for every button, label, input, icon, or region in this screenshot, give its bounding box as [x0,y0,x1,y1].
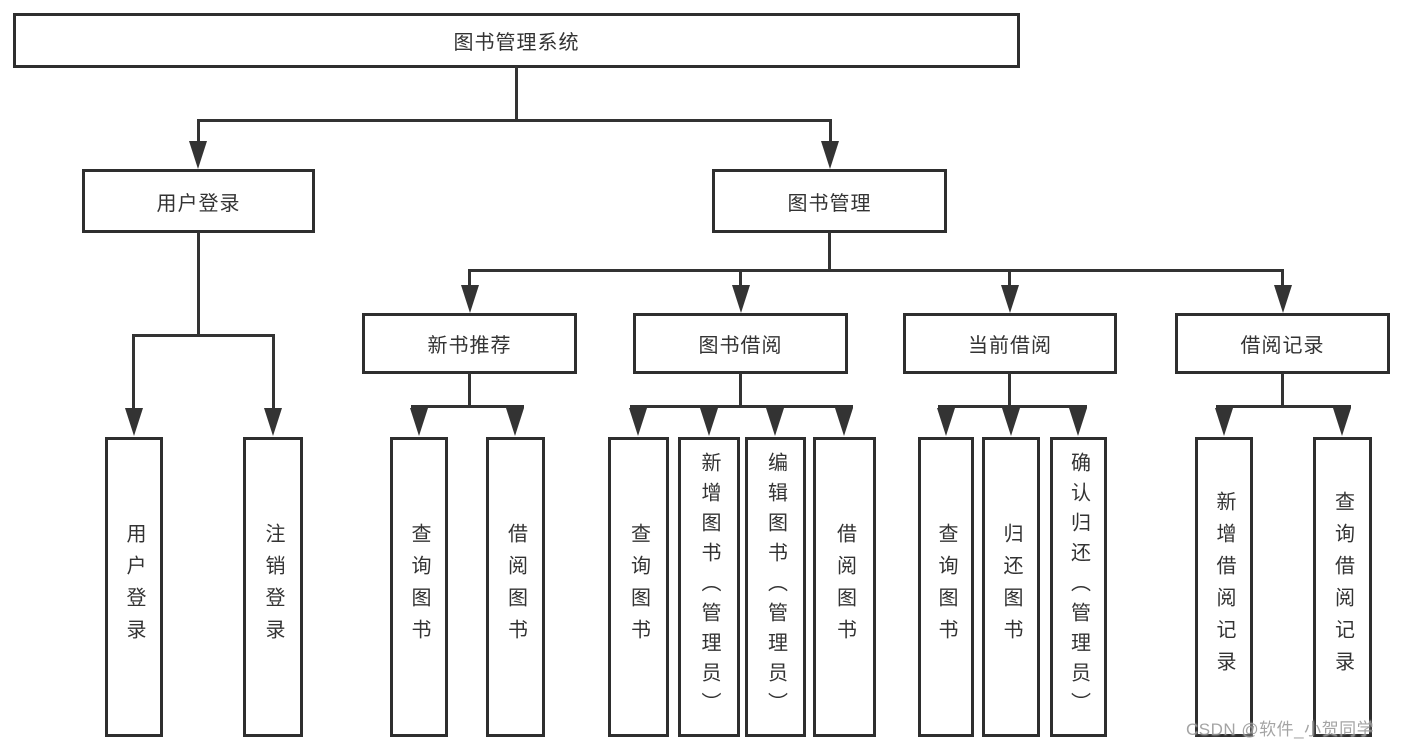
connector-stem [1281,373,1284,407]
leaf-add-borrow-record: 新增借阅记录 [1195,437,1253,737]
node-book-mgmt-label: 图书管理 [787,192,872,215]
node-borrow-records: 借阅记录 [1175,313,1390,374]
node-root-label: 图书管理系统 [453,32,580,54]
leaf-recommend-query-books: 查询图书 [390,437,448,737]
node-label: 借阅记录 [1240,335,1325,357]
arrow-down-icon [835,408,853,436]
connector-drop [1281,269,1284,287]
arrow-down-icon [461,285,479,313]
leaf-borrow-query-books: 查询图书 [608,437,669,737]
connector-rail [630,405,853,408]
connector-user-login-stem [197,232,200,336]
arrow-down-icon [1333,408,1351,436]
node-label: 新书推荐 [427,335,512,357]
arrow-down-icon [506,408,524,436]
node-current-borrow: 当前借阅 [903,313,1117,374]
connector-root-stem [515,66,518,122]
leaf-edit-books-admin: 编辑图书（管理员） [745,437,806,737]
arrow-down-icon [1002,408,1020,436]
node-new-book-recommend: 新书推荐 [362,313,577,374]
connector-stem [1008,373,1011,407]
arrow-down-icon [732,285,750,313]
arrow-down-icon [1001,285,1019,313]
leaf-logout: 注销登录 [243,437,303,737]
node-user-login: 用户登录 [82,169,315,233]
arrow-down-icon [629,408,647,436]
arrow-down-icon [410,408,428,436]
connector-drop [197,119,200,144]
node-user-login-label: 用户登录 [156,192,241,215]
arrow-down-icon [264,408,282,436]
leaf-user-login: 用户登录 [105,437,163,737]
arrow-down-icon [1069,408,1087,436]
connector-drop [739,269,742,287]
connector-stem [739,373,742,407]
arrow-down-icon [1274,285,1292,313]
connector-book-mgmt-rail [468,269,1284,272]
leaf-current-query-books: 查询图书 [918,437,974,737]
connector-rail [1216,405,1351,408]
connector-drop [132,334,135,412]
node-root: 图书管理系统 [13,13,1020,68]
connector-drop [1008,269,1011,287]
arrow-down-icon [1215,408,1233,436]
arrow-down-icon [937,408,955,436]
arrow-down-icon [700,408,718,436]
csdn-watermark: CSDN @软件_小贺同学 [1186,720,1375,739]
arrow-down-icon [821,141,839,169]
leaf-confirm-return-admin: 确认归还（管理员） [1050,437,1107,737]
connector-drop [829,119,832,144]
leaf-recommend-borrow-books: 借阅图书 [486,437,545,737]
leaf-add-books-admin: 新增图书（管理员） [678,437,740,737]
connector-drop [468,269,471,287]
connector-rail [938,405,1087,408]
leaf-borrow-books: 借阅图书 [813,437,876,737]
connector-root-rail [197,119,832,122]
node-book-borrow: 图书借阅 [633,313,848,374]
arrow-down-icon [189,141,207,169]
connector-drop [272,334,275,412]
leaf-return-books: 归还图书 [982,437,1040,737]
connector-user-login-rail [132,334,275,337]
node-book-mgmt: 图书管理 [712,169,947,233]
connector-book-mgmt-stem [828,232,831,271]
node-label: 当前借阅 [968,335,1052,357]
connector-stem [468,373,471,407]
connector-rail [411,405,524,408]
leaf-query-borrow-record: 查询借阅记录 [1313,437,1372,737]
node-label: 图书借阅 [698,335,783,357]
arrow-down-icon [766,408,784,436]
arrow-down-icon [125,408,143,436]
